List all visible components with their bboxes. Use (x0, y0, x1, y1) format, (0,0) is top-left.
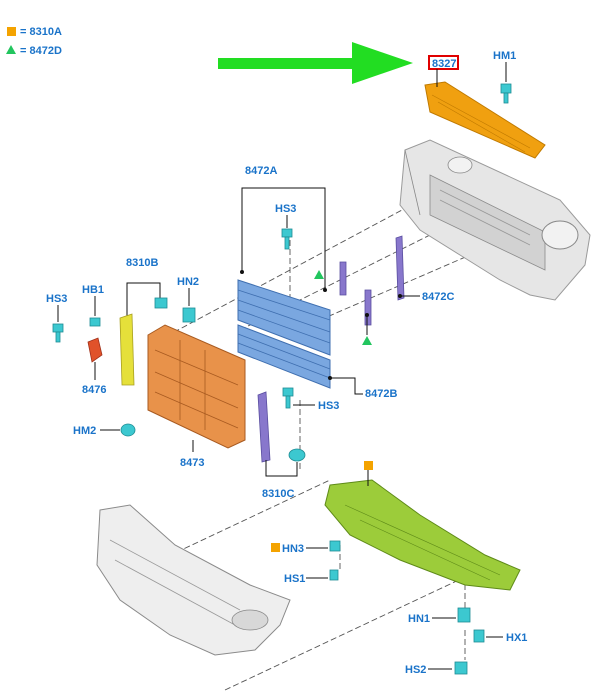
hn1-clip-icon (457, 607, 471, 623)
green-arrow-icon (218, 42, 413, 84)
hs2-clip-icon (454, 661, 468, 675)
triangle-marker-lower-icon (362, 336, 372, 345)
undertray-marker-square-icon (364, 461, 373, 470)
part-8310b-bracket (119, 313, 135, 386)
label-8327: 8327 (432, 58, 456, 70)
hs3-top-clip-icon (281, 228, 293, 250)
8310c-clip-icon (288, 448, 306, 462)
hs3-left-clip-icon (52, 323, 64, 343)
hn3-marker-square-icon (271, 543, 280, 552)
hm1-clip-icon (500, 83, 512, 104)
part-8327-shield (424, 81, 546, 159)
label-8472b: 8472B (365, 388, 397, 400)
label-hb1: HB1 (82, 284, 104, 296)
label-hn1: HN1 (408, 613, 430, 625)
part-8473-frame (147, 324, 246, 449)
label-hm1: HM1 (493, 50, 516, 62)
hn2-clip-icon (182, 307, 196, 323)
8310b-clip-icon (154, 297, 168, 309)
part-8476 (87, 337, 103, 363)
legend: = 8310A = 8472D (6, 26, 62, 57)
label-hs3-left: HS3 (46, 293, 67, 305)
part-8472a-shutter (237, 279, 331, 356)
label-hs2: HS2 (405, 664, 426, 676)
legend-triangle-icon (6, 45, 16, 54)
label-8472a: 8472A (245, 165, 277, 177)
label-8310b: 8310B (126, 257, 158, 269)
hx1-clip-icon (473, 629, 485, 643)
legend-square-icon (7, 27, 16, 36)
label-hs3-top: HS3 (275, 203, 296, 215)
part-8472b-shutter (237, 324, 331, 389)
label-hs1: HS1 (284, 573, 305, 585)
label-hs3-mid: HS3 (318, 400, 339, 412)
hm2-clip-icon (120, 423, 136, 437)
radiator-support-frame (399, 139, 591, 301)
label-8472c: 8472C (422, 291, 454, 303)
hs3-mid-clip-icon (282, 387, 294, 409)
label-hx1: HX1 (506, 632, 527, 644)
hs1-clip-icon (329, 569, 339, 581)
part-8327-highlight-box (428, 55, 459, 70)
label-8476: 8476 (82, 384, 106, 396)
part-undertray (324, 479, 521, 591)
hb1-clip-icon (89, 317, 101, 327)
legend-item-8472d: = 8472D (20, 45, 62, 57)
legend-item-8310a: = 8310A (20, 26, 62, 38)
label-hn2: HN2 (177, 276, 199, 288)
front-bumper (96, 504, 291, 656)
part-8310c-bar (257, 391, 271, 463)
label-8310c: 8310C (262, 488, 294, 500)
hn3-clip-icon (329, 540, 341, 552)
triangle-marker-upper-icon (314, 270, 324, 279)
label-8473: 8473 (180, 457, 204, 469)
part-8472c-bracket (339, 235, 405, 326)
label-hn3: HN3 (282, 543, 304, 555)
label-hm2: HM2 (73, 425, 96, 437)
